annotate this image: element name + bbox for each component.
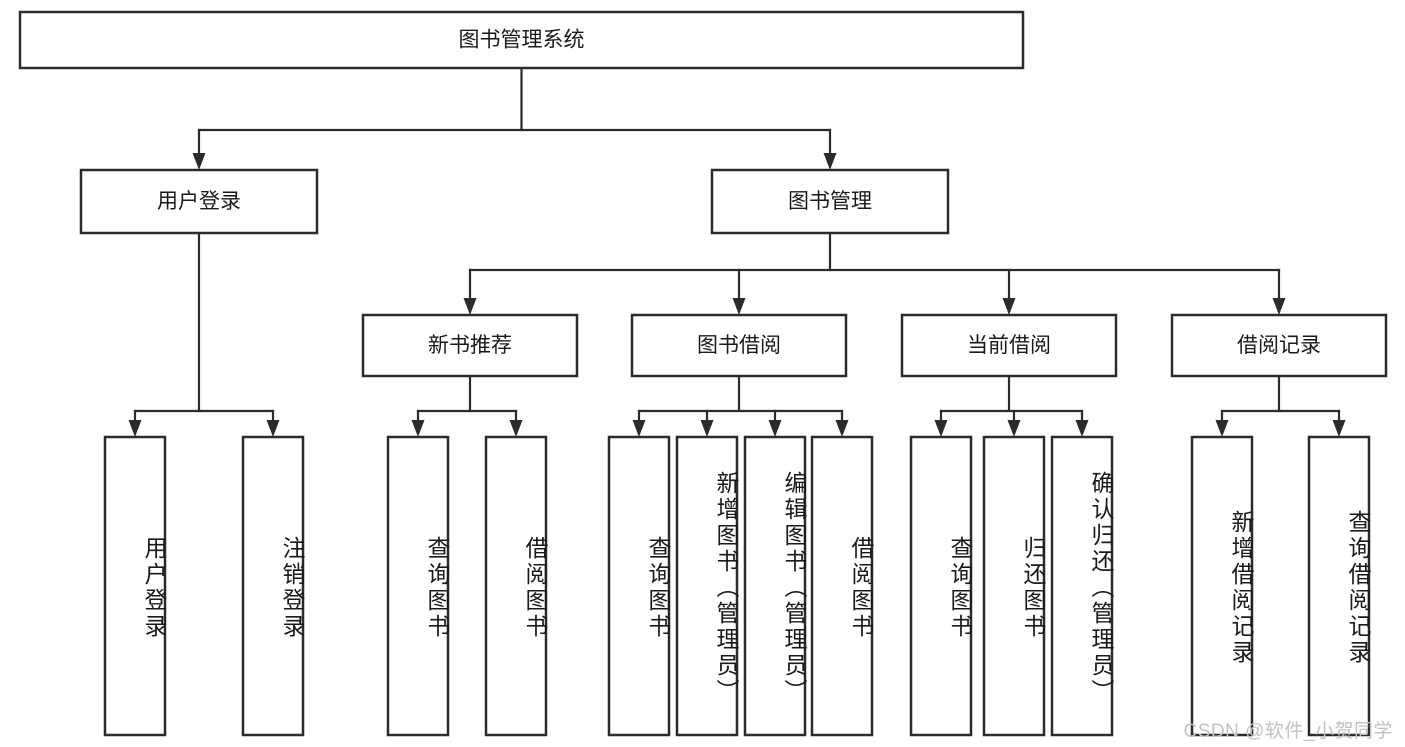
node-borrow-record[interactable] <box>1170 313 1388 378</box>
root-label: 图书管理系统 <box>459 29 585 52</box>
arrow-head-icon <box>411 420 425 437</box>
node-leaf-borrow-book[interactable] <box>810 435 874 737</box>
node-root-book-management-system[interactable] <box>18 10 1025 70</box>
node-leaf-add-book-admin[interactable] <box>675 435 739 737</box>
node-leaf-confirm-return-admin[interactable] <box>1050 435 1114 737</box>
label-book-manage: 图书管理 <box>788 190 872 213</box>
node-leaf-user-login[interactable] <box>103 435 167 737</box>
arrow-head-icon <box>509 420 523 437</box>
arrow-head-icon <box>1272 298 1286 315</box>
arrow-head-icon <box>1007 420 1021 437</box>
arrow-head-icon <box>1215 420 1229 437</box>
node-leaf-add-borrow-record[interactable] <box>1190 435 1254 737</box>
node-book-borrow[interactable] <box>630 313 848 378</box>
arrow-head-icon <box>768 420 782 437</box>
arrow-head-icon <box>266 420 280 437</box>
arrow-head-icon <box>463 298 477 315</box>
node-book-manage[interactable] <box>710 168 950 235</box>
node-leaf-query-book-borrow[interactable] <box>607 435 671 737</box>
node-leaf-edit-book-admin[interactable] <box>743 435 807 737</box>
arrow-head-icon <box>835 420 849 437</box>
node-new-book-recommend[interactable] <box>361 313 579 378</box>
arrow-head-icon <box>934 420 948 437</box>
node-box-layer <box>18 10 1388 737</box>
label-borrow-record: 借阅记录 <box>1237 334 1321 357</box>
arrow-head-icon <box>192 153 206 170</box>
node-user-login[interactable] <box>79 168 319 235</box>
arrow-head-icon <box>128 420 142 437</box>
label-user-login: 用户登录 <box>157 190 241 213</box>
node-current-borrow[interactable] <box>900 313 1118 378</box>
node-leaf-borrow-book-rec[interactable] <box>484 435 548 737</box>
csdn-watermark: CSDN @软件_小贺同学 <box>1183 721 1393 742</box>
node-leaf-query-book-cur[interactable] <box>909 435 973 737</box>
label-current-borrow: 当前借阅 <box>967 334 1051 357</box>
arrow-head-icon <box>823 153 837 170</box>
node-leaf-query-book-rec[interactable] <box>386 435 450 737</box>
arrow-head-icon <box>1075 420 1089 437</box>
arrow-head-icon <box>1332 420 1346 437</box>
node-leaf-return-book[interactable] <box>982 435 1046 737</box>
label-book-borrow: 图书借阅 <box>697 334 781 357</box>
label-new-book-recommend: 新书推荐 <box>428 334 512 357</box>
arrow-head-icon <box>632 420 646 437</box>
arrow-head-icon <box>700 420 714 437</box>
connector-layer <box>128 66 1346 437</box>
arrow-head-icon <box>1002 298 1016 315</box>
arrow-head-icon <box>732 298 746 315</box>
node-leaf-query-borrow-record[interactable] <box>1307 435 1371 737</box>
node-leaf-logout-login[interactable] <box>241 435 305 737</box>
